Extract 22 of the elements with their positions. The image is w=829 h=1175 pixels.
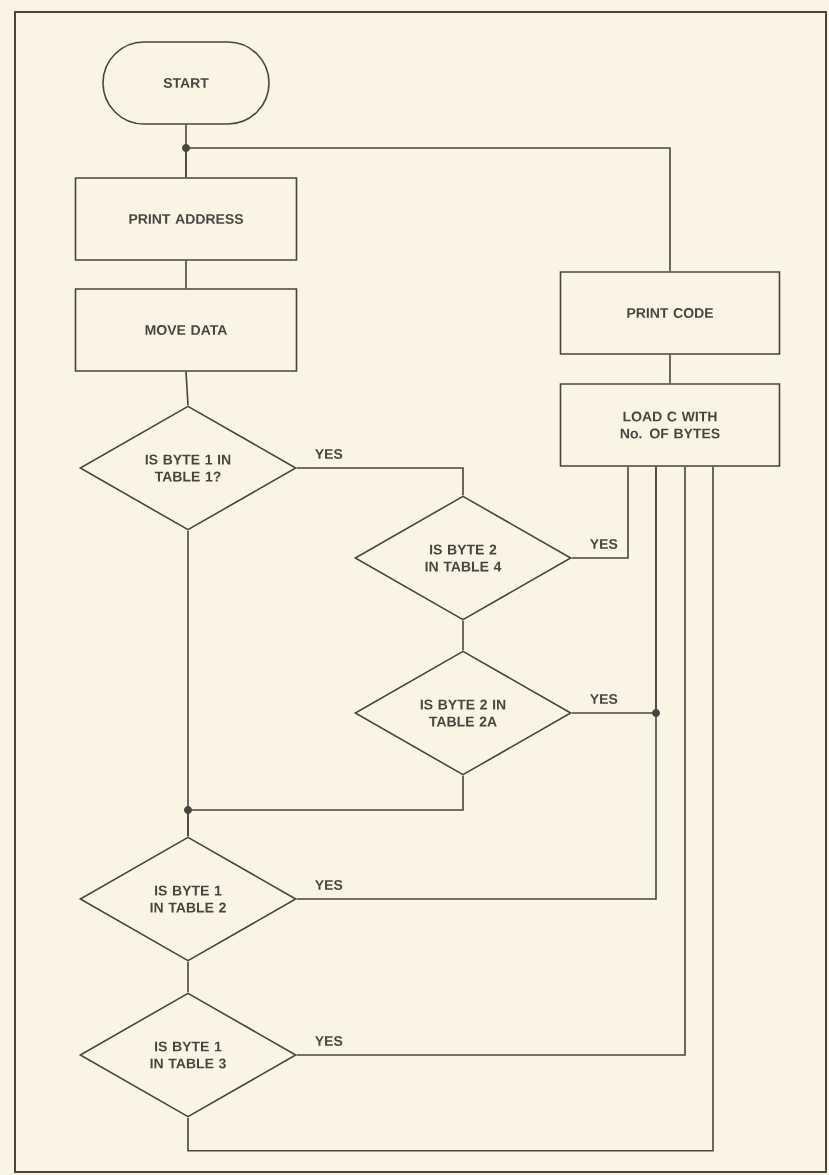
connector-line (462, 620, 464, 651)
connector-line (571, 466, 629, 559)
connector-line (296, 467, 464, 496)
connector-line (187, 466, 714, 1152)
connector-line (296, 466, 686, 1056)
connector-line (187, 961, 189, 993)
edge-label: YES (588, 538, 619, 550)
connector-line (669, 354, 671, 384)
edge-label: YES (588, 693, 619, 705)
process-box: MOVE DATA (74, 288, 298, 372)
process-box: PRINT CODE (559, 271, 781, 355)
connector-line (187, 775, 464, 837)
connector-line (185, 147, 671, 272)
connector-line (185, 260, 187, 289)
start-terminal: START (102, 41, 270, 125)
edge-label: YES (313, 1035, 344, 1047)
edge-label: YES (313, 879, 344, 891)
connector-line (185, 371, 189, 406)
connector-line (296, 466, 657, 900)
process-box: PRINT ADDRESS (74, 177, 298, 261)
edge-label: YES (313, 448, 344, 460)
process-box: LOAD C WITH No. OF BYTES (559, 383, 781, 467)
